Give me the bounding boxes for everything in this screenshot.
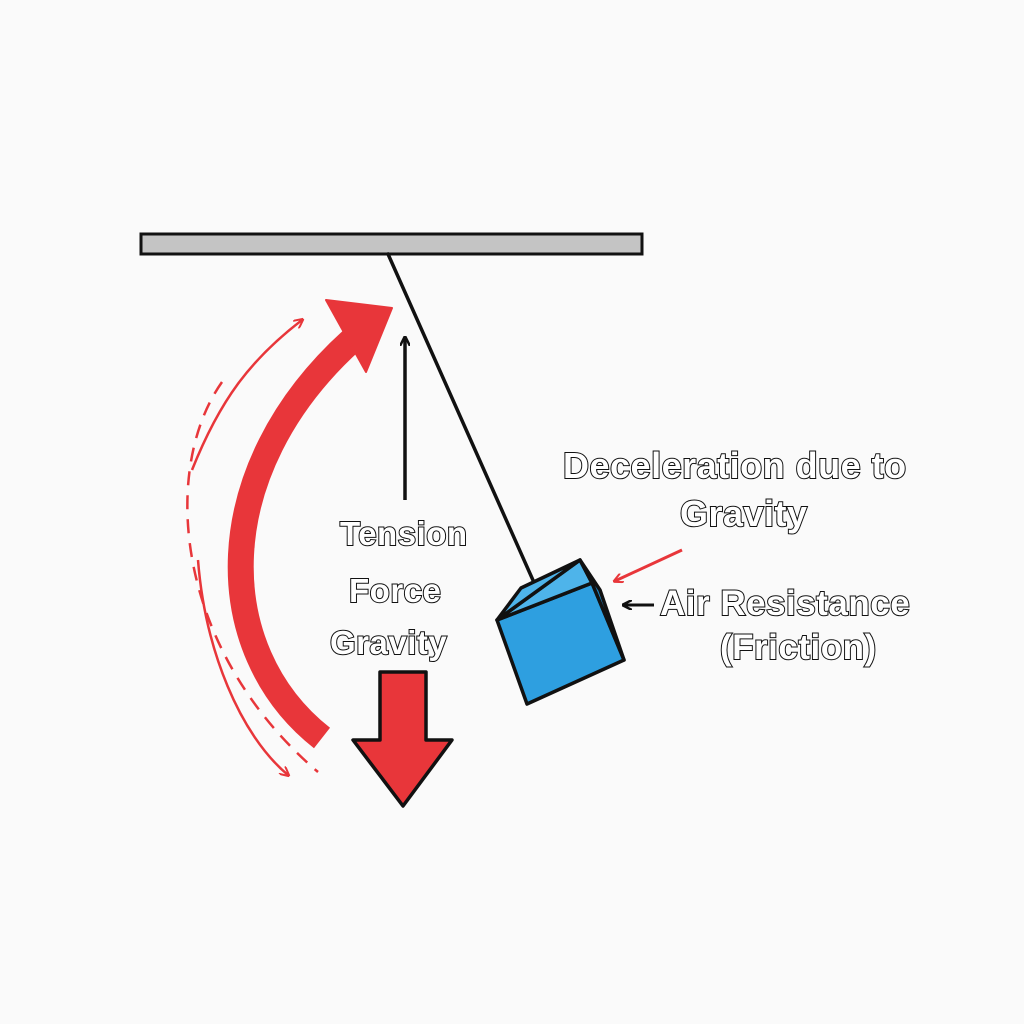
swing-outer-arc-bottom bbox=[196, 559, 288, 775]
air-resistance-label-line1: Air Resistance bbox=[659, 584, 911, 623]
bob-top-face-back bbox=[495, 558, 582, 622]
pendulum-string bbox=[386, 252, 542, 598]
swing-outer-arc-top bbox=[190, 320, 302, 471]
pendulum-bob-icon bbox=[495, 558, 626, 706]
deceleration-arrow bbox=[615, 548, 683, 581]
tension-label: Tension bbox=[339, 515, 468, 552]
air-resistance-label-line2: (Friction) bbox=[719, 628, 877, 667]
swing-arc-icon bbox=[227, 330, 361, 749]
deceleration-label-line1: Deceleration due to bbox=[562, 445, 907, 486]
swing-dashed-arc bbox=[186, 381, 319, 773]
support-beam bbox=[139, 232, 644, 256]
gravity-label: Gravity bbox=[329, 624, 448, 661]
force-label: Force bbox=[348, 572, 442, 609]
bob-side-face bbox=[578, 558, 626, 662]
swing-arrowhead-icon bbox=[325, 299, 393, 373]
deceleration-label-line2: Gravity bbox=[679, 493, 808, 534]
gravity-down-arrow-icon bbox=[351, 670, 454, 808]
